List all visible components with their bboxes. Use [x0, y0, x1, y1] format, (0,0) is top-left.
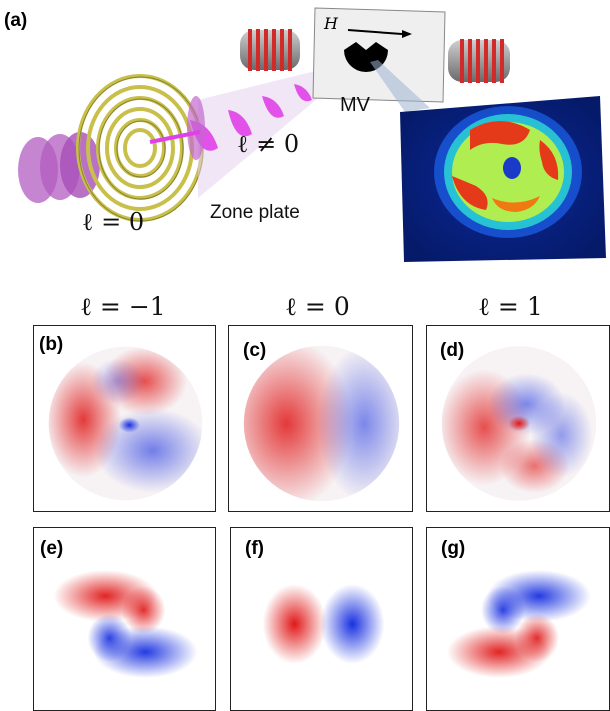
- panel-b-letter: (b): [39, 334, 64, 355]
- panel-f-map: [262, 584, 385, 664]
- sample-frame: [312, 7, 446, 103]
- panel-c: (c): [228, 325, 413, 512]
- panel-g: (g): [426, 527, 610, 711]
- contrast-lobes: [48, 346, 203, 493]
- panel-f-letter: (f): [245, 538, 264, 559]
- panel-d-map: [441, 346, 597, 501]
- negative-lobe: [94, 408, 203, 493]
- panel-f: (f): [230, 527, 413, 711]
- negative-lobe: [530, 392, 593, 478]
- coil-right: [448, 39, 510, 83]
- negative-lobe: [87, 614, 132, 662]
- panel-g-map: [447, 570, 591, 678]
- panel-c-map: [243, 345, 400, 502]
- panel-e-letter: (e): [40, 538, 64, 559]
- field-arrow-label: H: [324, 14, 338, 33]
- zone-plate-label: Zone plate: [210, 202, 300, 223]
- experiment-schematic: [18, 7, 606, 262]
- vortex-core: [118, 417, 141, 433]
- positive-lobe: [262, 584, 327, 664]
- contrast-lobes: [441, 369, 593, 494]
- panel-g-letter: (g): [441, 538, 466, 559]
- column-header-l-0: ℓ = 0: [285, 292, 350, 321]
- vortex-core: [508, 415, 530, 432]
- positive-lobe: [121, 586, 166, 634]
- camera-image: [400, 96, 606, 262]
- panel-b-map: [48, 346, 203, 501]
- panel-a: (a): [0, 0, 610, 275]
- panel-e-map: [53, 570, 198, 678]
- column-header-l-1: ℓ = 1: [478, 292, 543, 321]
- column-header-l-minus-1: ℓ = −1: [80, 292, 166, 321]
- panel-d-letter: (d): [440, 340, 465, 361]
- coil-left: [240, 29, 300, 71]
- label-l-zero: ℓ = 0: [82, 208, 145, 236]
- panel-d: (d): [426, 325, 610, 512]
- field-symbol: H: [324, 14, 338, 33]
- panel-b: (b): [33, 325, 216, 512]
- positive-lobe: [515, 614, 559, 662]
- label-l-nonzero: ℓ ≠ 0: [237, 130, 300, 158]
- mv-label: MV: [340, 94, 370, 116]
- contrast-lobes: [243, 345, 400, 502]
- negative-lobe: [320, 584, 385, 664]
- panel-a-letter: (a): [4, 10, 28, 31]
- panel-e: (e): [33, 527, 216, 711]
- negative-lobe: [90, 358, 145, 405]
- negative-lobe: [317, 345, 400, 502]
- panel-c-letter: (c): [243, 340, 267, 361]
- negative-lobe: [481, 586, 525, 634]
